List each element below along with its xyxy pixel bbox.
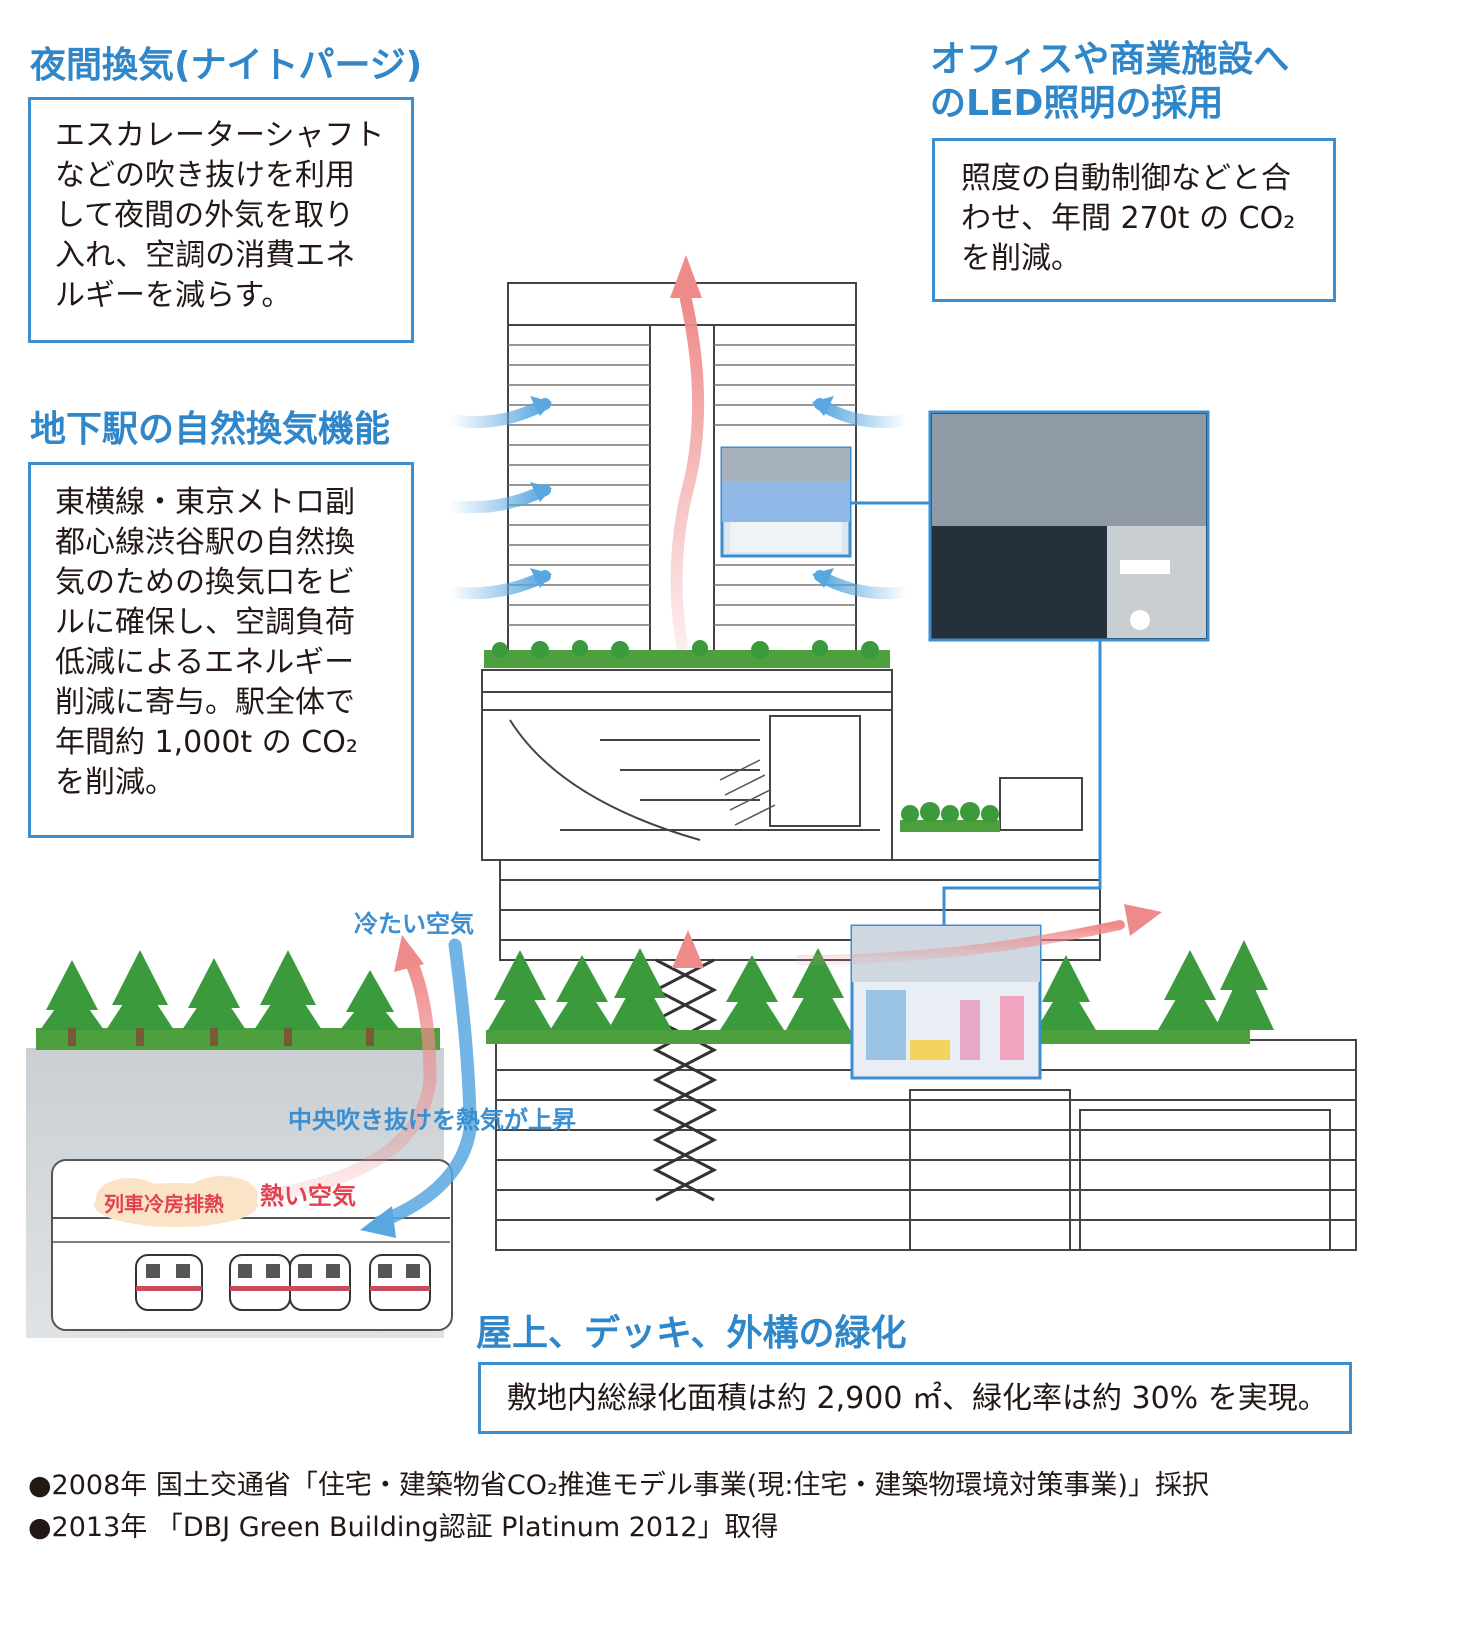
central-void-label: 中央吹き抜けを熱気が上昇: [288, 1106, 576, 1134]
led-heading-line: オフィスや商業施設へ: [930, 39, 1290, 80]
night-purge-line: して夜間の外気を取り: [55, 198, 355, 233]
left-trees: [36, 950, 440, 1050]
footnote-2013: ●2013年 「DBJ Green Building認証 Platinum 20…: [28, 1512, 779, 1543]
station-line: 年間約 1,000t の CO₂: [55, 725, 358, 760]
station-line: 低減によるエネルギー: [55, 645, 355, 680]
night-purge-line: エスカレーターシャフト: [55, 118, 385, 153]
escalator-shaft: [652, 958, 718, 1202]
tower-floors: [508, 344, 856, 626]
greening-text: 敷地内総緑化面積は約 2,900 ㎡、緑化率は約 30% を実現。: [507, 1381, 1328, 1416]
shoulder-garden: [900, 777, 1083, 832]
night-purge-heading: 夜間換気(ナイトパージ): [30, 45, 423, 86]
greening-heading: 屋上、デッキ、外構の緑化: [476, 1313, 907, 1354]
station-heading: 地下駅の自然換気機能: [30, 409, 391, 450]
led-heading: オフィスや商業施設へ のLED照明の採用: [930, 38, 1289, 126]
station-line: 削減に寄与。駅全体で: [55, 685, 355, 720]
train-exhaust-label: 列車冷房排熱: [104, 1192, 224, 1216]
deck-greenery: [486, 940, 1274, 1044]
led-box: 照度の自動制御などと合 わせ、年間 270t の CO₂ を削減。: [932, 138, 1336, 302]
night-purge-line: ルギーを減らす。: [55, 278, 292, 313]
hot-air-podium-arrow: [672, 930, 704, 1226]
night-purge-box: エスカレーターシャフト などの吹き抜けを利用 して夜間の外気を取り 入れ、空調の…: [28, 97, 414, 343]
office-inset: [720, 446, 852, 558]
hot-air-exhaust-arrow: [795, 904, 1162, 965]
station-box: 東横線・東京メトロ副 都心線渋谷駅の自然換 気のための換気口をビ ルに確保し、空…: [28, 462, 414, 838]
hall-seats: [719, 759, 776, 826]
hot-air-label: 熱い空気: [260, 1182, 356, 1210]
trains: [135, 1254, 431, 1311]
exhaust-cloud: [94, 1176, 258, 1227]
cold-air-label: 冷たい空気: [354, 910, 474, 938]
cool-air-arrows-left: [444, 398, 551, 600]
night-purge-line: などの吹き抜けを利用: [55, 158, 355, 193]
station-line: 気のための換気口をビ: [55, 565, 355, 600]
cold-air-arrow: [360, 938, 477, 1238]
led-line: わせ、年間 270t の CO₂: [961, 201, 1296, 236]
led-photo: [928, 410, 1210, 642]
station-line: 東横線・東京メトロ副: [55, 485, 355, 520]
night-purge-line: 入れ、空調の消費エネ: [55, 238, 356, 273]
station-line: 都心線渋谷駅の自然換: [55, 525, 355, 560]
cool-air-arrows-right: [814, 398, 912, 600]
led-line: 照度の自動制御などと合: [961, 161, 1291, 196]
callout-connectors: [850, 501, 1102, 926]
station-line: ルに確保し、空調負荷: [55, 605, 355, 640]
footnote-2008: ●2008年 国土交通省「住宅・建築物省CO₂推進モデル事業(現:住宅・建築物環…: [28, 1470, 1209, 1501]
led-heading-line: のLED照明の採用: [930, 83, 1224, 124]
hall-section: [481, 669, 893, 861]
led-line: を削減。: [961, 241, 1081, 276]
hot-air-arrow: [263, 935, 437, 1202]
tower-base-garden: [484, 640, 890, 668]
greening-box: 敷地内総緑化面積は約 2,900 ㎡、緑化率は約 30% を実現。: [478, 1362, 1352, 1434]
hot-air-shaft-arrow: [670, 255, 705, 651]
station-line: を削減。: [55, 765, 175, 800]
underground-station: [26, 1048, 453, 1338]
